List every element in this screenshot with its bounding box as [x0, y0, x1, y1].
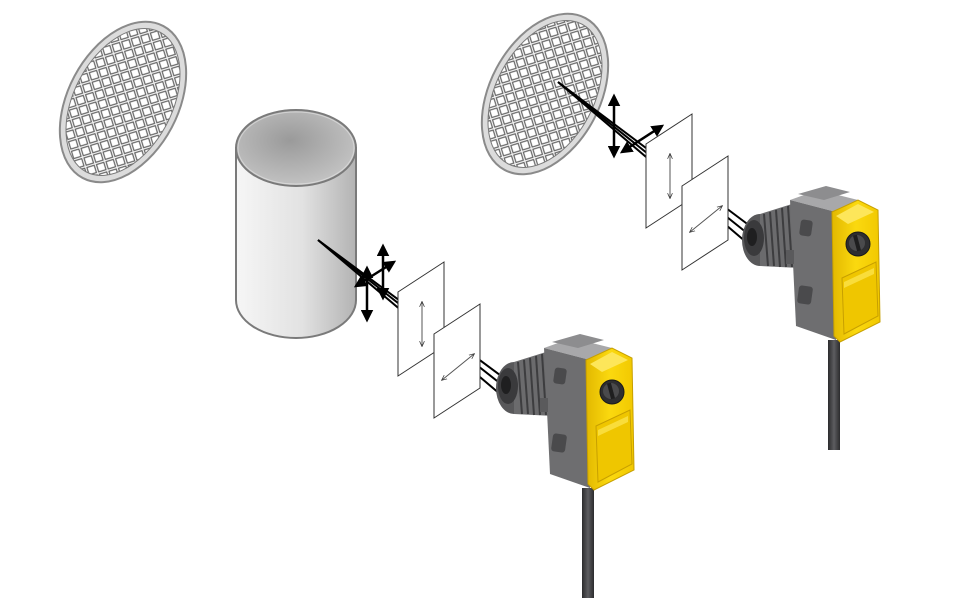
polarizer-filter-icon	[397, 261, 481, 419]
polarization-arrows	[353, 243, 397, 323]
sensor-icon	[741, 185, 881, 451]
scene-blocked	[58, 20, 635, 599]
polarizer-filter-icon	[645, 113, 729, 271]
cylinder-icon	[235, 109, 357, 339]
sensor-icon	[495, 333, 635, 599]
retroreflector-icon	[480, 12, 610, 176]
retroreflector-icon	[58, 20, 188, 184]
scene-unblocked	[480, 12, 881, 451]
polarization-arrows	[607, 93, 665, 159]
